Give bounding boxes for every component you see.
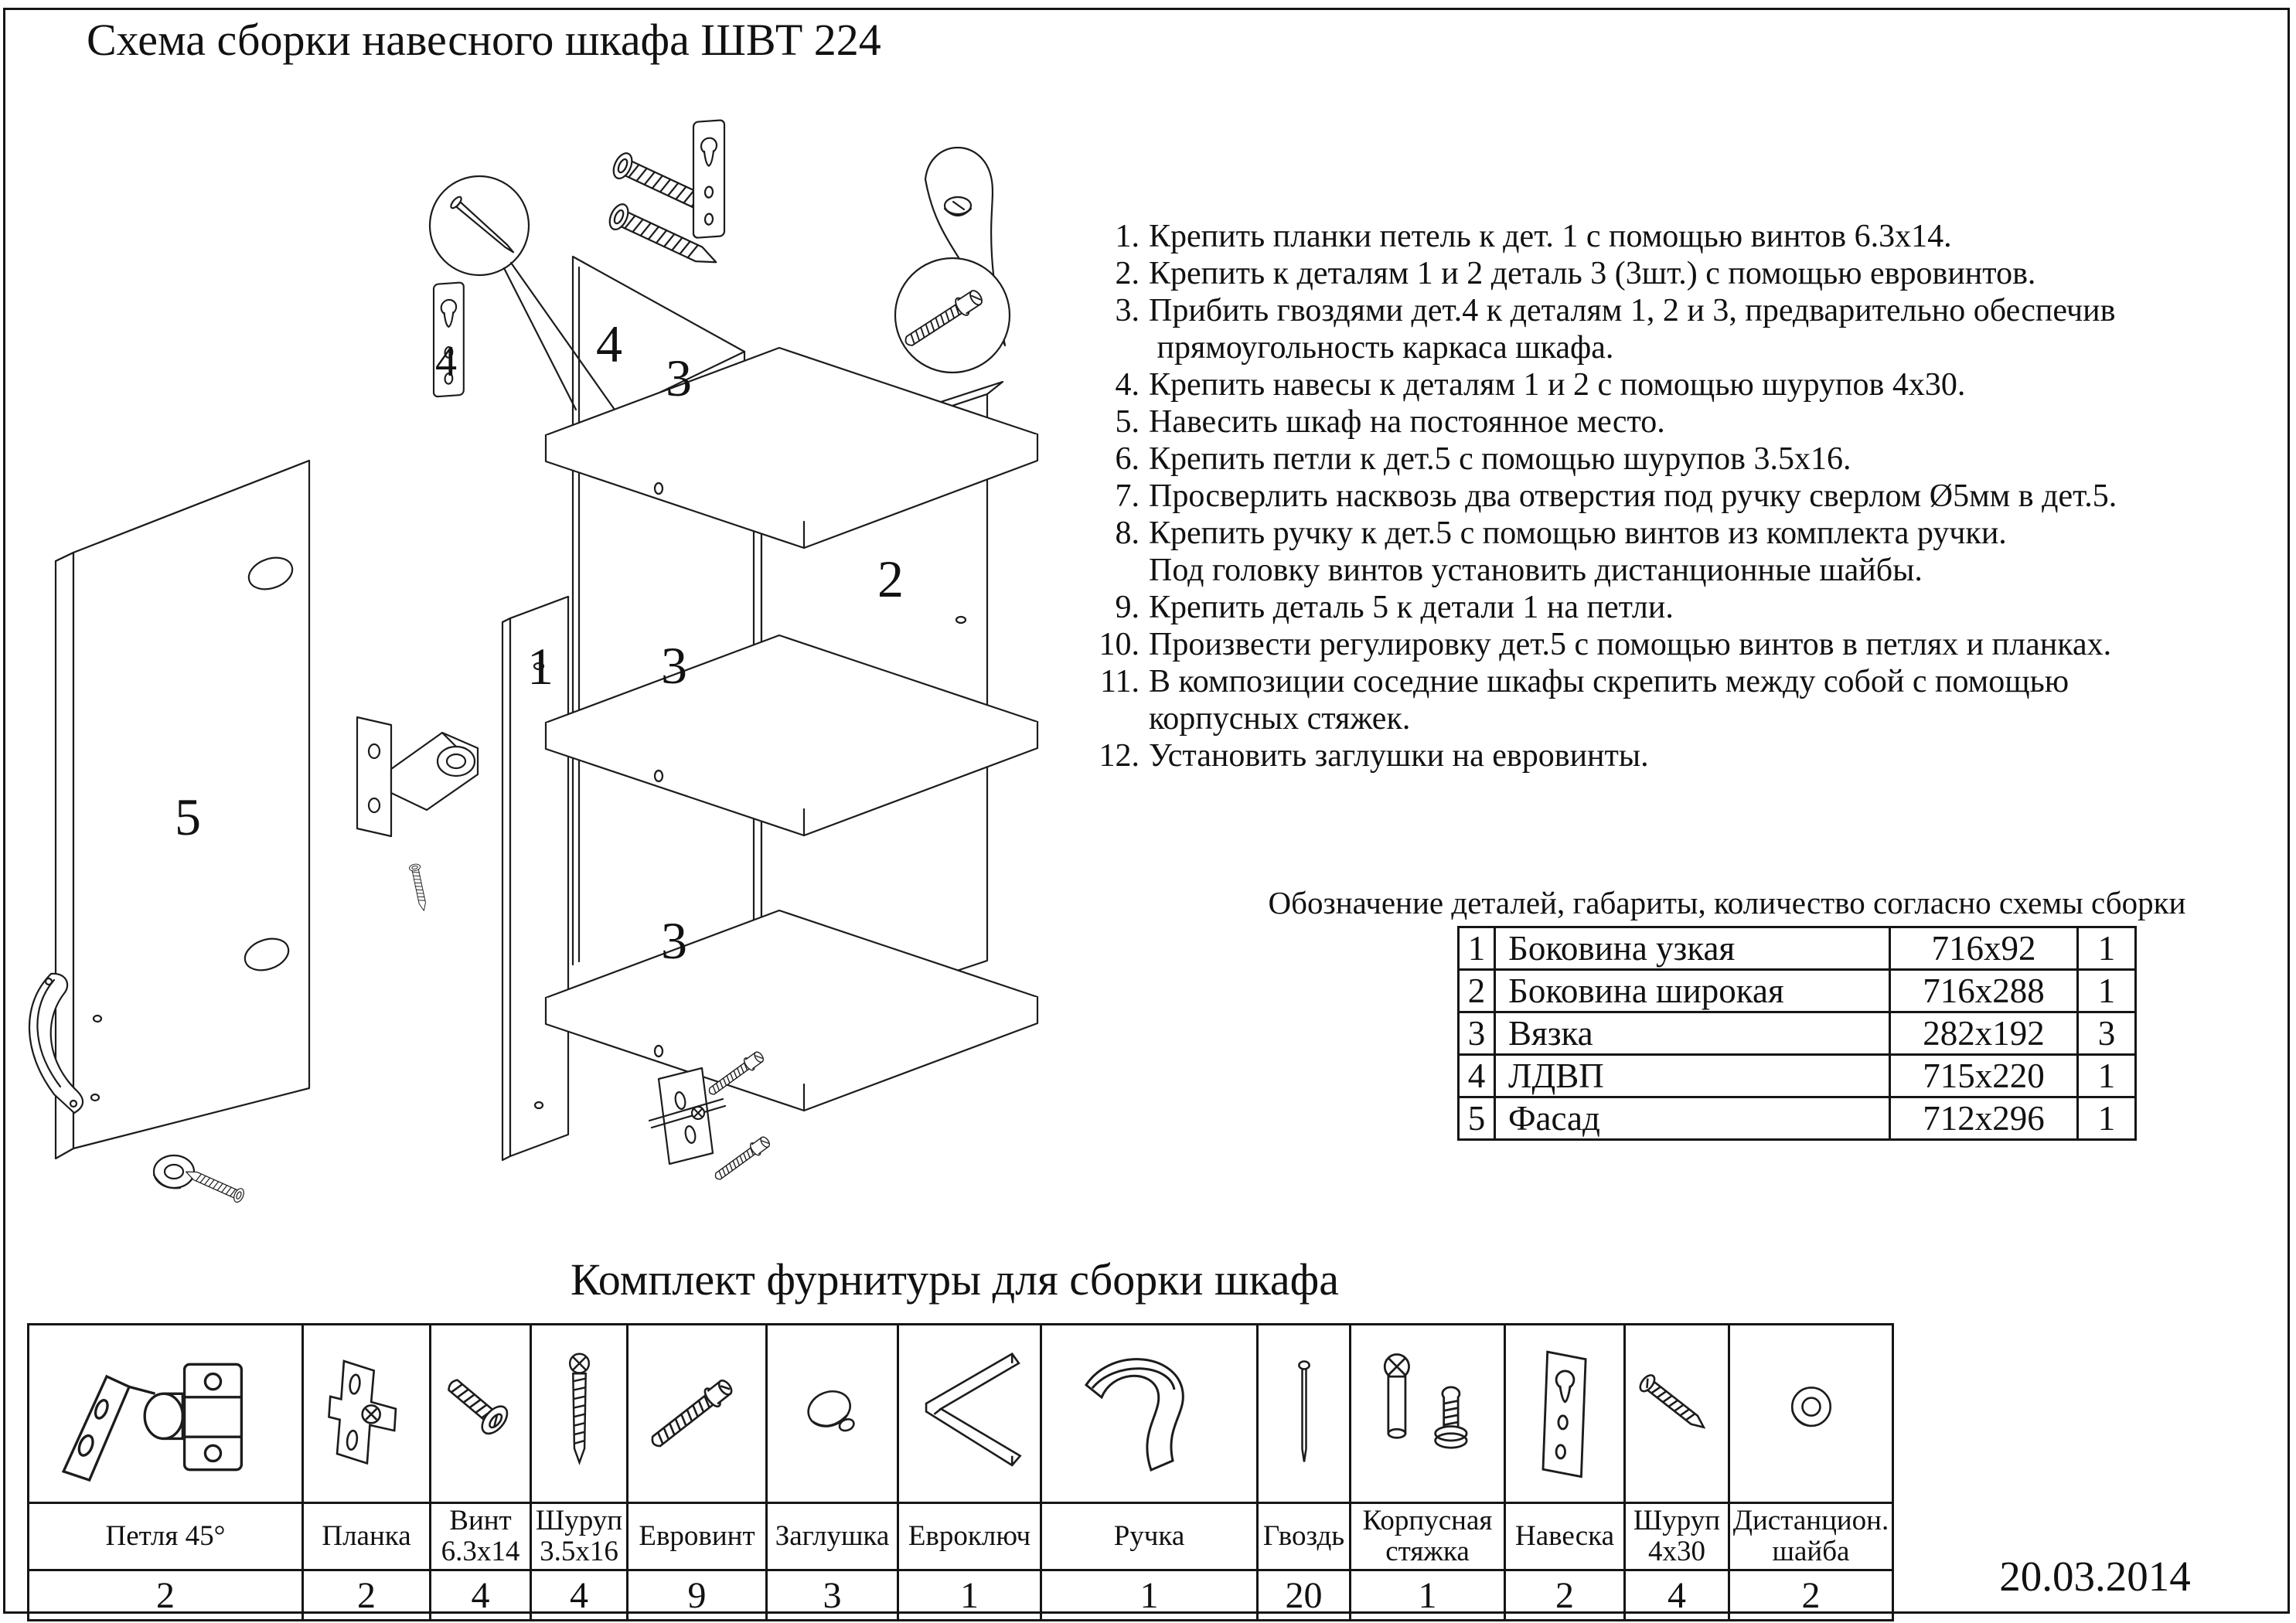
hardware-item-qty: 2 bbox=[301, 1569, 431, 1621]
hardware-item-label: Гвоздь bbox=[1256, 1502, 1351, 1571]
hardware-item-qty: 4 bbox=[1623, 1569, 1730, 1621]
hardware-table: Петля 45° Планка Винт 6.3х14 Шуруп 3.5х1… bbox=[27, 1323, 1894, 1621]
hex-key-icon bbox=[925, 1352, 1022, 1467]
screw-thin-icon bbox=[568, 1352, 590, 1465]
instruction-item: 8.Крепить ручку к дет.5 с помощью винтов… bbox=[1115, 515, 2007, 588]
part-label-2: 2 bbox=[877, 550, 904, 608]
hardware-item-qty: 1 bbox=[1040, 1569, 1259, 1621]
hardware-item-label: Дистанцион. шайба bbox=[1728, 1502, 1894, 1571]
euroscrew-icon bbox=[651, 1380, 733, 1448]
hardware-item-label: Шуруп 4х30 bbox=[1623, 1502, 1730, 1571]
part-label-5: 5 bbox=[175, 788, 201, 846]
hardware-item-qty: 4 bbox=[530, 1569, 629, 1621]
part-label-3: 3 bbox=[661, 911, 687, 970]
table-row: 1 Боковина узкая 716х92 1 bbox=[1457, 926, 2137, 971]
instruction-item: 1.Крепить планки петель к дет. 1 с помощ… bbox=[1115, 219, 1952, 254]
hardware-item-qty: 20 bbox=[1256, 1569, 1351, 1621]
table-row: 3 Вязка 282х192 3 bbox=[1457, 1011, 2137, 1056]
hardware-item-label: Корпусная стяжка bbox=[1349, 1502, 1506, 1571]
hardware-item-label: Евроключ bbox=[897, 1502, 1042, 1571]
screw-short-icon bbox=[447, 1379, 508, 1435]
hardware-item-label: Заглушка bbox=[765, 1502, 899, 1571]
instruction-item: 11.В композиции соседние шкафы скрепить … bbox=[1100, 664, 2069, 737]
part-label-3: 3 bbox=[666, 349, 692, 407]
nail-icon bbox=[1297, 1360, 1310, 1462]
instruction-item: 7.Просверлить насквозь два отверстия под… bbox=[1115, 478, 2117, 514]
hinge-icon bbox=[61, 1363, 244, 1482]
hardware-item-qty: 1 bbox=[897, 1569, 1042, 1621]
mounting-plate-icon bbox=[328, 1359, 397, 1465]
parts-table: 1 Боковина узкая 716х92 1 2 Боковина шир… bbox=[1457, 926, 2137, 1141]
instruction-item: 12.Установить заглушки на евровинты. bbox=[1099, 738, 1649, 774]
screw-4x30-icon bbox=[1639, 1374, 1706, 1429]
part-label-3: 3 bbox=[661, 636, 687, 695]
hinge bbox=[356, 716, 479, 913]
page-title: Схема сборки навесного шкафа ШВТ 224 bbox=[87, 15, 881, 65]
washer-icon bbox=[1790, 1387, 1831, 1427]
parts-table-caption: Обозначение деталей, габариты, количеств… bbox=[1268, 885, 2186, 920]
hardware-item-label: Шуруп 3.5х16 bbox=[530, 1502, 629, 1571]
door-handle bbox=[28, 972, 84, 1114]
handle-icon bbox=[1084, 1358, 1184, 1472]
instruction-item: 3.Прибить гвоздями дет.4 к деталям 1, 2 … bbox=[1115, 293, 2116, 366]
hardware-item-label: Евровинт bbox=[626, 1502, 768, 1571]
hardware-item-qty: 3 bbox=[765, 1569, 899, 1621]
hardware-item-qty: 4 bbox=[429, 1569, 532, 1621]
instruction-item: 4.Крепить навесы к деталям 1 и 2 с помощ… bbox=[1115, 367, 1966, 403]
nail-detail-callout bbox=[428, 175, 653, 464]
door-panel bbox=[54, 459, 311, 1160]
part-label-4: 4 bbox=[596, 315, 622, 373]
hardware-qty-row: 2 2 4 4 9 3 1 1 20 1 2 4 2 bbox=[27, 1569, 1894, 1621]
table-row: 2 Боковина широкая 716х288 1 bbox=[1457, 968, 2137, 1013]
euroscrew-detail-callout bbox=[894, 146, 1011, 374]
hardware-item-qty: 9 bbox=[626, 1569, 768, 1621]
instruction-item: 10.Произвести регулировку дет.5 с помощь… bbox=[1099, 627, 2112, 662]
document-date: 20.03.2014 bbox=[1999, 1553, 2191, 1600]
instruction-item: 6.Крепить петли к дет.5 с помощью шурупо… bbox=[1115, 441, 1851, 477]
hardware-labels-row: Петля 45° Планка Винт 6.3х14 Шуруп 3.5х1… bbox=[27, 1502, 1894, 1571]
table-row: 4 ЛДВП 715х220 1 bbox=[1457, 1053, 2137, 1098]
table-row: 5 Фасад 712х296 1 bbox=[1457, 1096, 2137, 1141]
hardware-icons-row bbox=[27, 1323, 1894, 1504]
mounting-plate bbox=[648, 1048, 773, 1185]
instruction-item: 5.Навесить шкаф на постоянное место. bbox=[1115, 404, 1665, 440]
hardware-item-label: Петля 45° bbox=[27, 1502, 304, 1571]
instruction-item: 2.Крепить к деталям 1 и 2 деталь 3 (3шт.… bbox=[1115, 256, 2036, 291]
hardware-item-qty: 2 bbox=[1504, 1569, 1626, 1621]
hardware-section-title: Комплект фурнитуры для сборки шкафа bbox=[571, 1254, 1339, 1305]
washer bbox=[152, 1154, 196, 1189]
instruction-item: 9.Крепить деталь 5 к детали 1 на петли. bbox=[1115, 590, 1674, 625]
hardware-item-label: Винт 6.3х14 bbox=[429, 1502, 532, 1571]
hardware-item-qty: 2 bbox=[27, 1569, 304, 1621]
instructions-list: 1.Крепить планки петель к дет. 1 с помощ… bbox=[1079, 218, 2285, 774]
cap-icon bbox=[806, 1390, 855, 1432]
hardware-item-label: Планка bbox=[301, 1502, 431, 1571]
hardware-item-qty: 2 bbox=[1728, 1569, 1894, 1621]
hanger-plate-icon bbox=[1541, 1350, 1587, 1478]
hardware-item-label: Навеска bbox=[1504, 1502, 1626, 1571]
part-label-4: 4 bbox=[435, 338, 457, 386]
cam-bolt-icon bbox=[1383, 1353, 1468, 1449]
hardware-item-qty: 1 bbox=[1349, 1569, 1506, 1621]
hardware-item-label: Ручка bbox=[1040, 1502, 1259, 1571]
part-label-1: 1 bbox=[527, 637, 554, 696]
